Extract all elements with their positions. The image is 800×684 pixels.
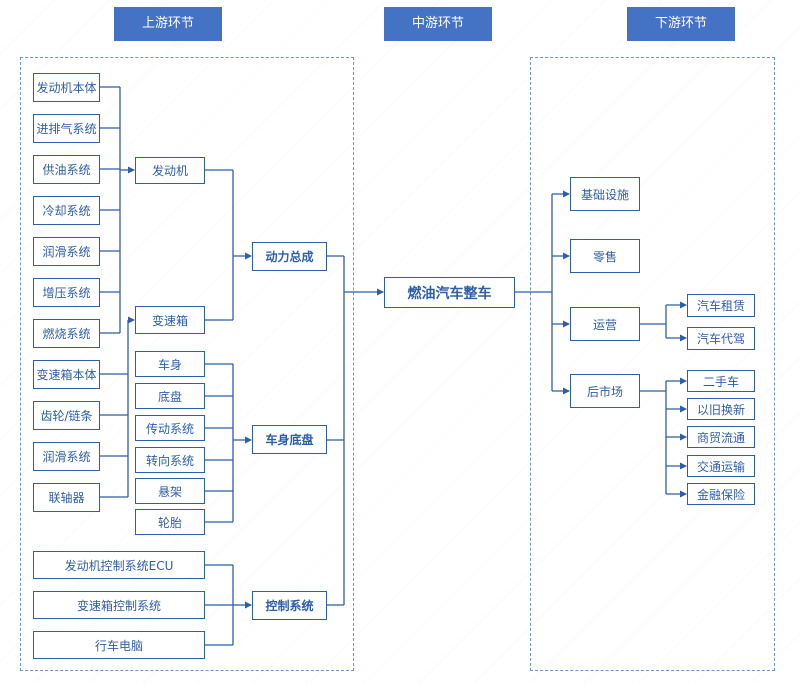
engine-part-node: 增压系统 [33, 278, 100, 307]
gearbox-node: 变速箱 [135, 306, 205, 334]
aftermarket-node: 后市场 [570, 374, 640, 408]
engine-part-node: 润滑系统 [33, 237, 100, 266]
gearbox-part-node: 齿轮/链条 [33, 401, 100, 430]
retail-node: 零售 [570, 239, 640, 273]
chassis-part-node: 底盘 [135, 383, 205, 409]
chassis-part-node: 轮胎 [135, 509, 205, 535]
engine-node: 发动机 [135, 157, 205, 184]
upstream-region [20, 57, 354, 671]
infrastructure-node: 基础设施 [570, 177, 640, 211]
chassis-part-node: 传动系统 [135, 415, 205, 441]
chassis-part-node: 悬架 [135, 478, 205, 504]
header-midstream: 中游环节 [384, 7, 492, 41]
aftermarket-item-node: 商贸流通 [687, 426, 755, 448]
header-upstream: 上游环节 [114, 7, 222, 41]
engine-part-node: 供油系统 [33, 155, 100, 184]
gearbox-part-node: 联轴器 [33, 483, 100, 512]
gearbox-part-node: 变速箱本体 [33, 360, 100, 389]
control-system-node: 控制系统 [252, 591, 327, 620]
control-part-node: 行车电脑 [33, 631, 205, 659]
header-downstream: 下游环节 [627, 7, 735, 41]
chassis-part-node: 车身 [135, 351, 205, 377]
vehicle-node: 燃油汽车整车 [384, 277, 515, 308]
control-part-node: 发动机控制系统ECU [33, 551, 205, 579]
aftermarket-item-node: 二手车 [687, 370, 755, 392]
engine-part-node: 冷却系统 [33, 196, 100, 225]
downstream-region [530, 57, 775, 671]
aftermarket-item-node: 以旧换新 [687, 398, 755, 420]
operation-node: 运营 [570, 307, 640, 341]
aftermarket-item-node: 交通运输 [687, 455, 755, 477]
engine-part-node: 燃烧系统 [33, 319, 100, 348]
gearbox-part-node: 润滑系统 [33, 442, 100, 471]
operation-item-node: 汽车租赁 [687, 294, 755, 317]
engine-part-node: 发动机本体 [33, 73, 100, 102]
operation-item-node: 汽车代驾 [687, 327, 755, 350]
aftermarket-item-node: 金融保险 [687, 483, 755, 505]
chassis-node: 车身底盘 [252, 425, 327, 454]
control-part-node: 变速箱控制系统 [33, 591, 205, 619]
chassis-part-node: 转向系统 [135, 447, 205, 473]
engine-part-node: 进排气系统 [33, 114, 100, 143]
powertrain-node: 动力总成 [252, 242, 327, 271]
